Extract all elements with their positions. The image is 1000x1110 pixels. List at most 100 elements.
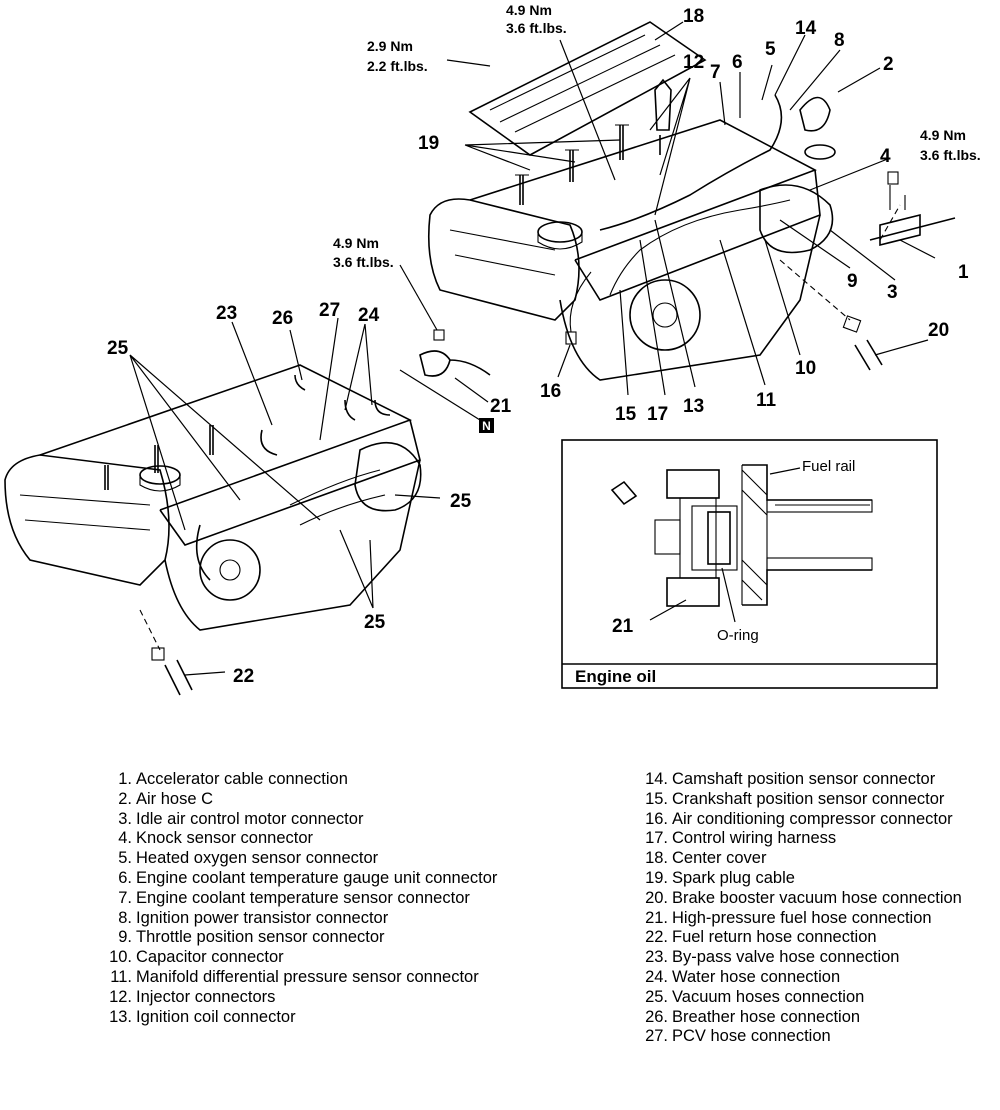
callout-14: 14	[795, 18, 817, 39]
callout-23: 23	[216, 303, 237, 324]
callout-22: 22	[233, 666, 254, 687]
callout-20: 20	[928, 320, 949, 341]
callout-4: 4	[880, 146, 891, 167]
legend-item-number: 3.	[118, 809, 132, 828]
inset-detail	[561, 439, 938, 689]
legend-item-number: 13.	[109, 1007, 132, 1026]
legend-item-number: 26.	[645, 1007, 668, 1026]
inset-frame	[561, 439, 938, 689]
callout-18: 18	[683, 6, 704, 27]
torque-3-ft: 3.6 ft.lbs.	[920, 147, 981, 163]
legend-item-number: 9.	[118, 928, 132, 947]
legend-item: 22.Fuel return hose connection	[636, 928, 998, 948]
lower-engine-drawing	[4, 329, 491, 696]
legend-item-number: 10.	[109, 948, 132, 967]
legend-item: 8.Ignition power transistor connector	[100, 909, 520, 929]
legend-item-text: Spark plug cable	[672, 868, 795, 887]
legend-item-text: High-pressure fuel hose connection	[672, 908, 932, 927]
callout-12: 12	[683, 52, 704, 73]
legend-item-number: 14.	[645, 770, 668, 788]
legend-item-number: 7.	[118, 888, 132, 907]
legend-item-text: PCV hose connection	[672, 1027, 831, 1046]
legend-item-number: 22.	[645, 928, 668, 947]
inset-o-ring-label: O-ring	[717, 627, 759, 644]
legend-item: 9.Throttle position sensor connector	[100, 928, 520, 948]
legend-item-text: Engine coolant temperature sensor connec…	[136, 888, 470, 907]
legend-item-number: 27.	[645, 1027, 668, 1046]
torque-1-nm: 2.9 Nm	[367, 38, 413, 54]
legend-item: 23.By-pass valve hose connection	[636, 948, 998, 968]
legend-item: 26.Breather hose connection	[636, 1008, 998, 1028]
legend-item-number: 6.	[118, 868, 132, 887]
legend-item-number: 16.	[645, 809, 668, 828]
legend-item-text: Crankshaft position sensor connector	[672, 789, 945, 808]
callout-25a: 25	[107, 338, 129, 359]
legend-item-text: Ignition coil connector	[136, 1007, 296, 1026]
callout-1: 1	[958, 262, 969, 283]
n-marker-box	[479, 418, 494, 433]
legend-item-text: Air hose C	[136, 789, 214, 808]
legend-item: 10.Capacitor connector	[100, 948, 520, 968]
n-marker-label: N	[482, 419, 491, 433]
legend-item-number: 11.	[110, 967, 132, 986]
engine-exploded-diagram: 2.9 Nm 2.2 ft.lbs. 4.9 Nm 3.6 ft.lbs. 4.…	[4, 2, 981, 696]
callout-6: 6	[732, 52, 743, 73]
callout-7: 7	[710, 62, 721, 83]
legend-item: 11.Manifold differential pressure sensor…	[100, 968, 520, 988]
legend-item-number: 24.	[645, 967, 668, 986]
torque-1-ft: 2.2 ft.lbs.	[367, 58, 428, 74]
upper-engine-drawing	[427, 21, 956, 381]
callout-10: 10	[795, 358, 816, 379]
legend-item-text: Water hose connection	[672, 967, 841, 986]
callout-11: 11	[756, 390, 777, 411]
legend-item-text: Control wiring harness	[672, 829, 837, 848]
callout-8: 8	[834, 30, 845, 51]
legend-item-text: Fuel return hose connection	[672, 928, 877, 947]
legend-item-text: Accelerator cable connection	[136, 770, 348, 788]
torque-2-nm: 4.9 Nm	[506, 2, 552, 18]
legend-item-number: 15.	[645, 789, 668, 808]
legend-item: 1.Accelerator cable connection	[100, 770, 520, 790]
legend-item-text: By-pass valve hose connection	[672, 948, 900, 967]
legend-item: 19.Spark plug cable	[636, 869, 998, 889]
legend-item: 7.Engine coolant temperature sensor conn…	[100, 889, 520, 909]
legend-item-number: 23.	[645, 948, 668, 967]
torque-4-nm: 4.9 Nm	[333, 235, 379, 251]
legend-item: 6.Engine coolant temperature gauge unit …	[100, 869, 520, 889]
legend-item: 25.Vacuum hoses connection	[636, 988, 998, 1008]
legend-item-text: Vacuum hoses connection	[672, 987, 865, 1006]
callout-15: 15	[615, 404, 637, 425]
callout-17: 17	[647, 404, 668, 425]
torque-4-ft: 3.6 ft.lbs.	[333, 254, 394, 270]
legend-item-number: 12.	[109, 987, 132, 1006]
legend-item-text: Injector connectors	[136, 987, 276, 1006]
callout-25b: 25	[450, 491, 472, 512]
callout-27: 27	[319, 300, 340, 321]
legend-item-text: Ignition power transistor connector	[136, 908, 389, 927]
callout-16: 16	[540, 381, 561, 402]
legend-item-number: 8.	[118, 908, 132, 927]
legend-item-number: 18.	[645, 849, 668, 868]
callout-3: 3	[887, 282, 898, 303]
legend-item-text: Throttle position sensor connector	[136, 928, 385, 947]
legend-item-text: Capacitor connector	[136, 948, 284, 967]
legend-item-text: Manifold differential pressure sensor co…	[136, 967, 479, 986]
callout-26: 26	[272, 308, 293, 329]
inset-callout-21: 21	[612, 616, 634, 637]
legend-item-number: 1.	[118, 770, 132, 788]
legend-item-text: Engine coolant temperature gauge unit co…	[136, 868, 498, 887]
legend-item: 5.Heated oxygen sensor connector	[100, 849, 520, 869]
legend-item-number: 19.	[645, 868, 668, 887]
legend-item-number: 25.	[645, 987, 668, 1006]
legend-item: 20.Brake booster vacuum hose connection	[636, 889, 998, 909]
inset-fuel-rail-label: Fuel rail	[802, 458, 855, 475]
leader-lines	[129, 21, 936, 676]
callout-24: 24	[358, 305, 380, 326]
legend-item-text: Knock sensor connector	[136, 829, 314, 848]
legend-item-text: Center cover	[672, 849, 767, 868]
legend-item: 15.Crankshaft position sensor connector	[636, 790, 998, 810]
legend-item: 4.Knock sensor connector	[100, 829, 520, 849]
callout-13: 13	[683, 396, 704, 417]
